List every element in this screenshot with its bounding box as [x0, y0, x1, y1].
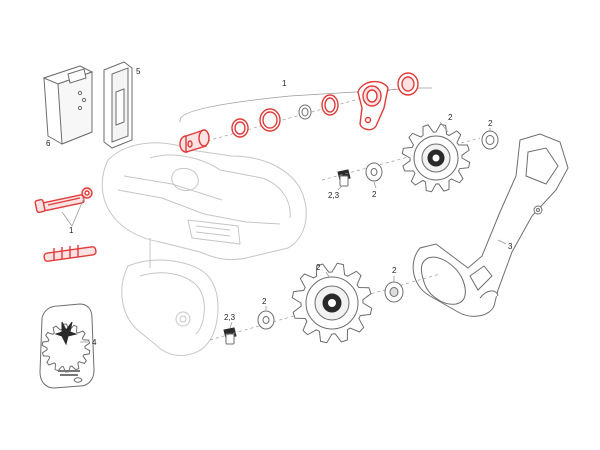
leader-2-pulley-top	[439, 121, 449, 133]
washer-lower-right	[384, 281, 404, 303]
grey-ring-1	[298, 104, 312, 120]
leader-2-3-lower	[229, 321, 233, 329]
callout-2-pulley-top: 2	[448, 113, 453, 122]
battery-cover-part-5	[103, 61, 133, 149]
red-ring-1	[231, 118, 249, 138]
washer-upper-mid	[365, 162, 383, 182]
callout-2-washer-lower: 2	[262, 297, 267, 306]
red-bracket-tab	[357, 81, 389, 131]
pulley-upper	[401, 123, 471, 193]
callout-2-3-upper: 2,3	[328, 191, 340, 200]
red-pin-lower	[43, 245, 97, 262]
axis-line-lower	[209, 273, 441, 341]
callout-2-washer-lower-right: 2	[392, 266, 397, 275]
callout-4: 4	[92, 338, 97, 347]
callout-3: 3	[508, 242, 513, 251]
red-ring-3	[321, 94, 339, 116]
red-sleeve-bushing	[179, 129, 210, 153]
red-ring-2	[259, 108, 281, 132]
red-bolt-upper	[34, 194, 85, 214]
callout-2-3-lower: 2,3	[224, 313, 236, 322]
sticker-part-4	[39, 303, 95, 389]
red-ring-4	[397, 72, 419, 96]
battery-part-6	[42, 65, 94, 145]
callout-2-pulley-lower: 2	[316, 263, 321, 272]
bolt-upper-2-3	[337, 169, 351, 187]
red-washer-left	[81, 187, 93, 199]
callout-1-top: 1	[282, 79, 287, 88]
cage-plate-part-3	[412, 133, 569, 317]
pulley-lower	[291, 262, 373, 344]
callout-1-left-leader	[61, 197, 85, 227]
callout-1-bracket	[179, 87, 432, 122]
callout-2-washer-mid: 2	[372, 190, 377, 199]
leader-2-3-upper	[337, 185, 343, 191]
derailleur-body-outline	[101, 142, 307, 356]
callout-1-left: 1	[69, 226, 74, 235]
leader-3	[497, 239, 507, 245]
washer-lower	[257, 310, 275, 330]
washer-upper-right	[481, 130, 499, 150]
callout-6: 6	[46, 139, 51, 148]
leader-2-washer-mid	[373, 181, 377, 189]
callout-5: 5	[136, 67, 141, 76]
callout-2-washer-top-right: 2	[488, 119, 493, 128]
leader-2-pulley-lower	[325, 271, 331, 279]
bolt-lower-2-3	[223, 327, 237, 345]
